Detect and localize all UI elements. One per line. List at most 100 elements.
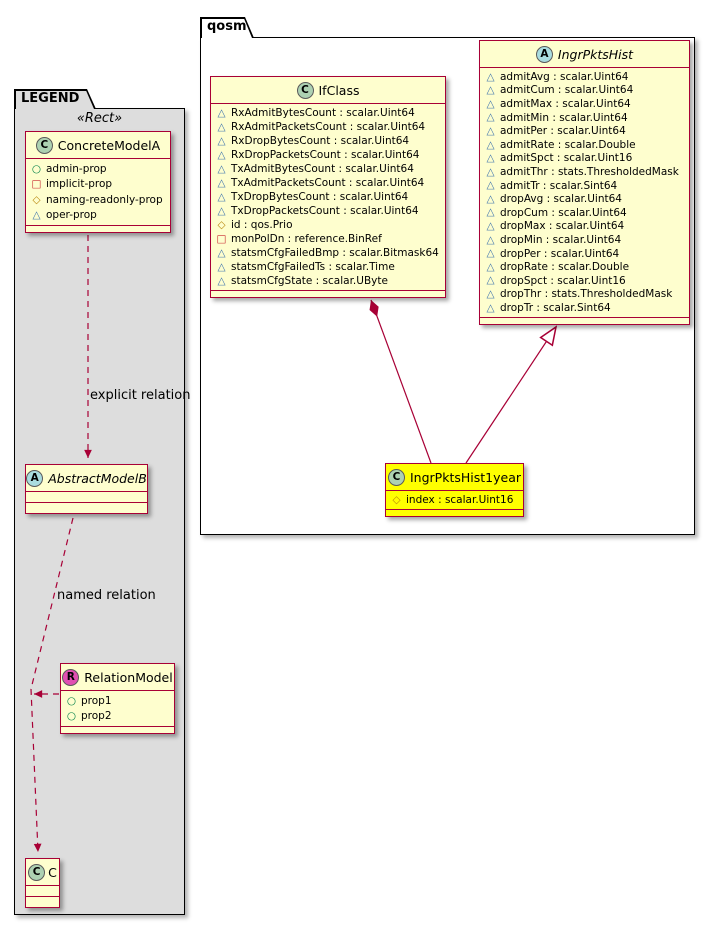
member-text: statsmCfgState : scalar.UByte [231,275,388,287]
class-member: △ statsmCfgFailedBmp : scalar.Bitmask64 [211,246,445,260]
member-text: dropAvg : scalar.Uint64 [500,193,622,206]
class-member: ○ prop1 [61,693,174,709]
class-member: △RxDropBytesCount : scalar.Uint64 [211,134,445,148]
member-text: RxAdmitPacketsCount : scalar.Uint64 [231,121,426,133]
class-member: △ dropThr : stats.ThresholdedMask [480,288,689,302]
class-member: △ dropSpct : scalar.Uint16 [480,274,689,288]
member-text: statsmCfgFailedBmp : scalar.Bitmask64 [231,247,439,259]
class-member: △admitAvg : scalar.Uint64 [480,70,689,84]
class-fields-compartment [26,885,59,896]
member-text: naming-readonly-prop [46,193,163,206]
member-text: monPolDn : reference.BinRef [231,233,382,245]
member-text: admitThr : stats.ThresholdedMask [500,165,679,178]
member-text: prop1 [81,694,112,707]
class-member: △ RxAdmitPacketsCount : scalar.Uint64 [211,120,445,134]
class-member: △admitTr : scalar.Sint64 [480,179,689,193]
class-member: △admitThr : stats.ThresholdedMask [480,165,689,179]
class-name: ConcreteModelA [57,137,161,153]
class-header: C IfClass [211,77,445,103]
member-text: prop2 [81,710,112,723]
class-name: IngrPktsHist [557,46,634,62]
class-methods-compartment [26,502,147,513]
class-member: △admitSpct : scalar.Uint16 [480,152,689,166]
member-text: dropCum : scalar.Uint64 [500,206,627,219]
class-abstractmodelb: A AbstractModelB [25,464,148,514]
class-member: △dropRate : scalar.Double [480,260,689,274]
triangle-visibility-icon: △ [486,260,495,273]
legend-stereotype: «Rect» [76,111,123,126]
square-visibility-icon: □ [31,178,42,190]
legend-package-tab: LEGEND [14,89,96,109]
member-text: admitRate : scalar.Double [500,138,636,151]
class-ingrpktshist: A IngrPktsHist △admitAvg : scalar.Uint64… [479,40,690,325]
member-text: RxDropPacketsCount : scalar.Uint64 [231,149,420,161]
class-member: △ dropCum : scalar.Uint64 [480,206,689,220]
class-name: IngrPktsHist1year [410,469,521,485]
member-text: id : qos.Prio [231,219,293,231]
class-member: △dropPer : scalar.Uint64 [480,247,689,261]
member-text: dropMax : scalar.Uint64 [500,220,625,233]
class-spot-icon: C [296,81,314,99]
member-text: dropSpct : scalar.Uint16 [500,274,626,287]
member-text: dropMin : scalar.Uint64 [500,233,622,246]
triangle-visibility-icon: △ [217,204,226,217]
square-visibility-icon: □ [216,232,227,245]
class-member: △ dropTr : scalar.Sint64 [480,301,689,315]
member-text: statsmCfgFailedTs : scalar.Time [231,261,395,273]
class-methods-compartment [26,225,170,232]
class-member: ◇ naming-readonly-prop [26,192,170,208]
class-member: □ monPolDn : reference.BinRef [211,232,445,246]
class-concretemodela: C ConcreteModelA ○admin-prop□implicit-pr… [25,131,171,233]
triangle-visibility-icon: △ [217,134,226,147]
triangle-visibility-icon: △ [486,220,495,233]
circle-visibility-icon: ○ [31,162,42,175]
triangle-visibility-icon: △ [217,246,226,259]
circle-visibility-icon: ○ [66,710,77,722]
class-member: △dropMin : scalar.Uint64 [480,233,689,247]
triangle-visibility-icon: △ [486,111,495,124]
diamond-visibility-icon: ◇ [392,493,401,506]
class-c: C C [25,858,60,908]
triangle-visibility-icon: △ [486,206,495,219]
triangle-visibility-icon: △ [217,120,226,133]
class-methods-compartment [26,896,59,907]
class-spot-icon: C [388,468,405,486]
class-member: △statsmCfgFailedTs : scalar.Time [211,260,445,274]
triangle-visibility-icon: △ [486,138,495,151]
class-member: ○ prop2 [61,709,174,725]
class-member: △RxAdmitBytesCount : scalar.Uint64 [211,106,445,120]
triangle-visibility-icon: △ [217,176,226,189]
triangle-visibility-icon: △ [486,247,495,260]
class-member: △ dropMax : scalar.Uint64 [480,220,689,234]
diamond-visibility-icon: ◇ [32,193,41,206]
class-member: △ admitMin : scalar.Uint64 [480,111,689,125]
class-header: A AbstractModelB [26,465,147,491]
triangle-visibility-icon: △ [486,124,495,137]
relation-spot-icon: R [62,668,80,686]
class-member: ◇ index : scalar.Uint16 [386,493,523,507]
member-text: index : scalar.Uint16 [406,494,514,506]
circle-visibility-icon: ○ [66,694,77,707]
class-member: △TxDropBytesCount : scalar.Uint64 [211,190,445,204]
triangle-visibility-icon: △ [486,84,495,97]
class-relationmodel: R RelationModel ○prop1○prop2 [60,663,175,734]
triangle-visibility-icon: △ [486,288,495,301]
class-header: A IngrPktsHist [480,41,689,67]
member-text: admitMin : scalar.Uint64 [500,111,628,124]
class-fields-compartment [26,491,147,502]
class-member: △TxAdmitPacketsCount : scalar.Uint64 [211,176,445,190]
abstract-spot-icon: A [535,45,553,63]
triangle-visibility-icon: △ [486,274,495,287]
triangle-visibility-icon: △ [217,274,226,287]
member-text: dropThr : stats.ThresholdedMask [500,288,673,301]
triangle-visibility-icon: △ [486,301,495,314]
member-text: admitAvg : scalar.Uint64 [500,70,629,83]
class-name: IfClass [318,82,360,98]
class-header: C C [26,859,59,885]
class-member: △TxAdmitBytesCount : scalar.Uint64 [211,162,445,176]
member-text: dropTr : scalar.Sint64 [500,301,611,314]
member-text: TxDropPacketsCount : scalar.Uint64 [231,205,419,217]
class-member: △oper-prop [26,208,170,224]
relation-label-explicit: explicit relation [90,388,191,403]
